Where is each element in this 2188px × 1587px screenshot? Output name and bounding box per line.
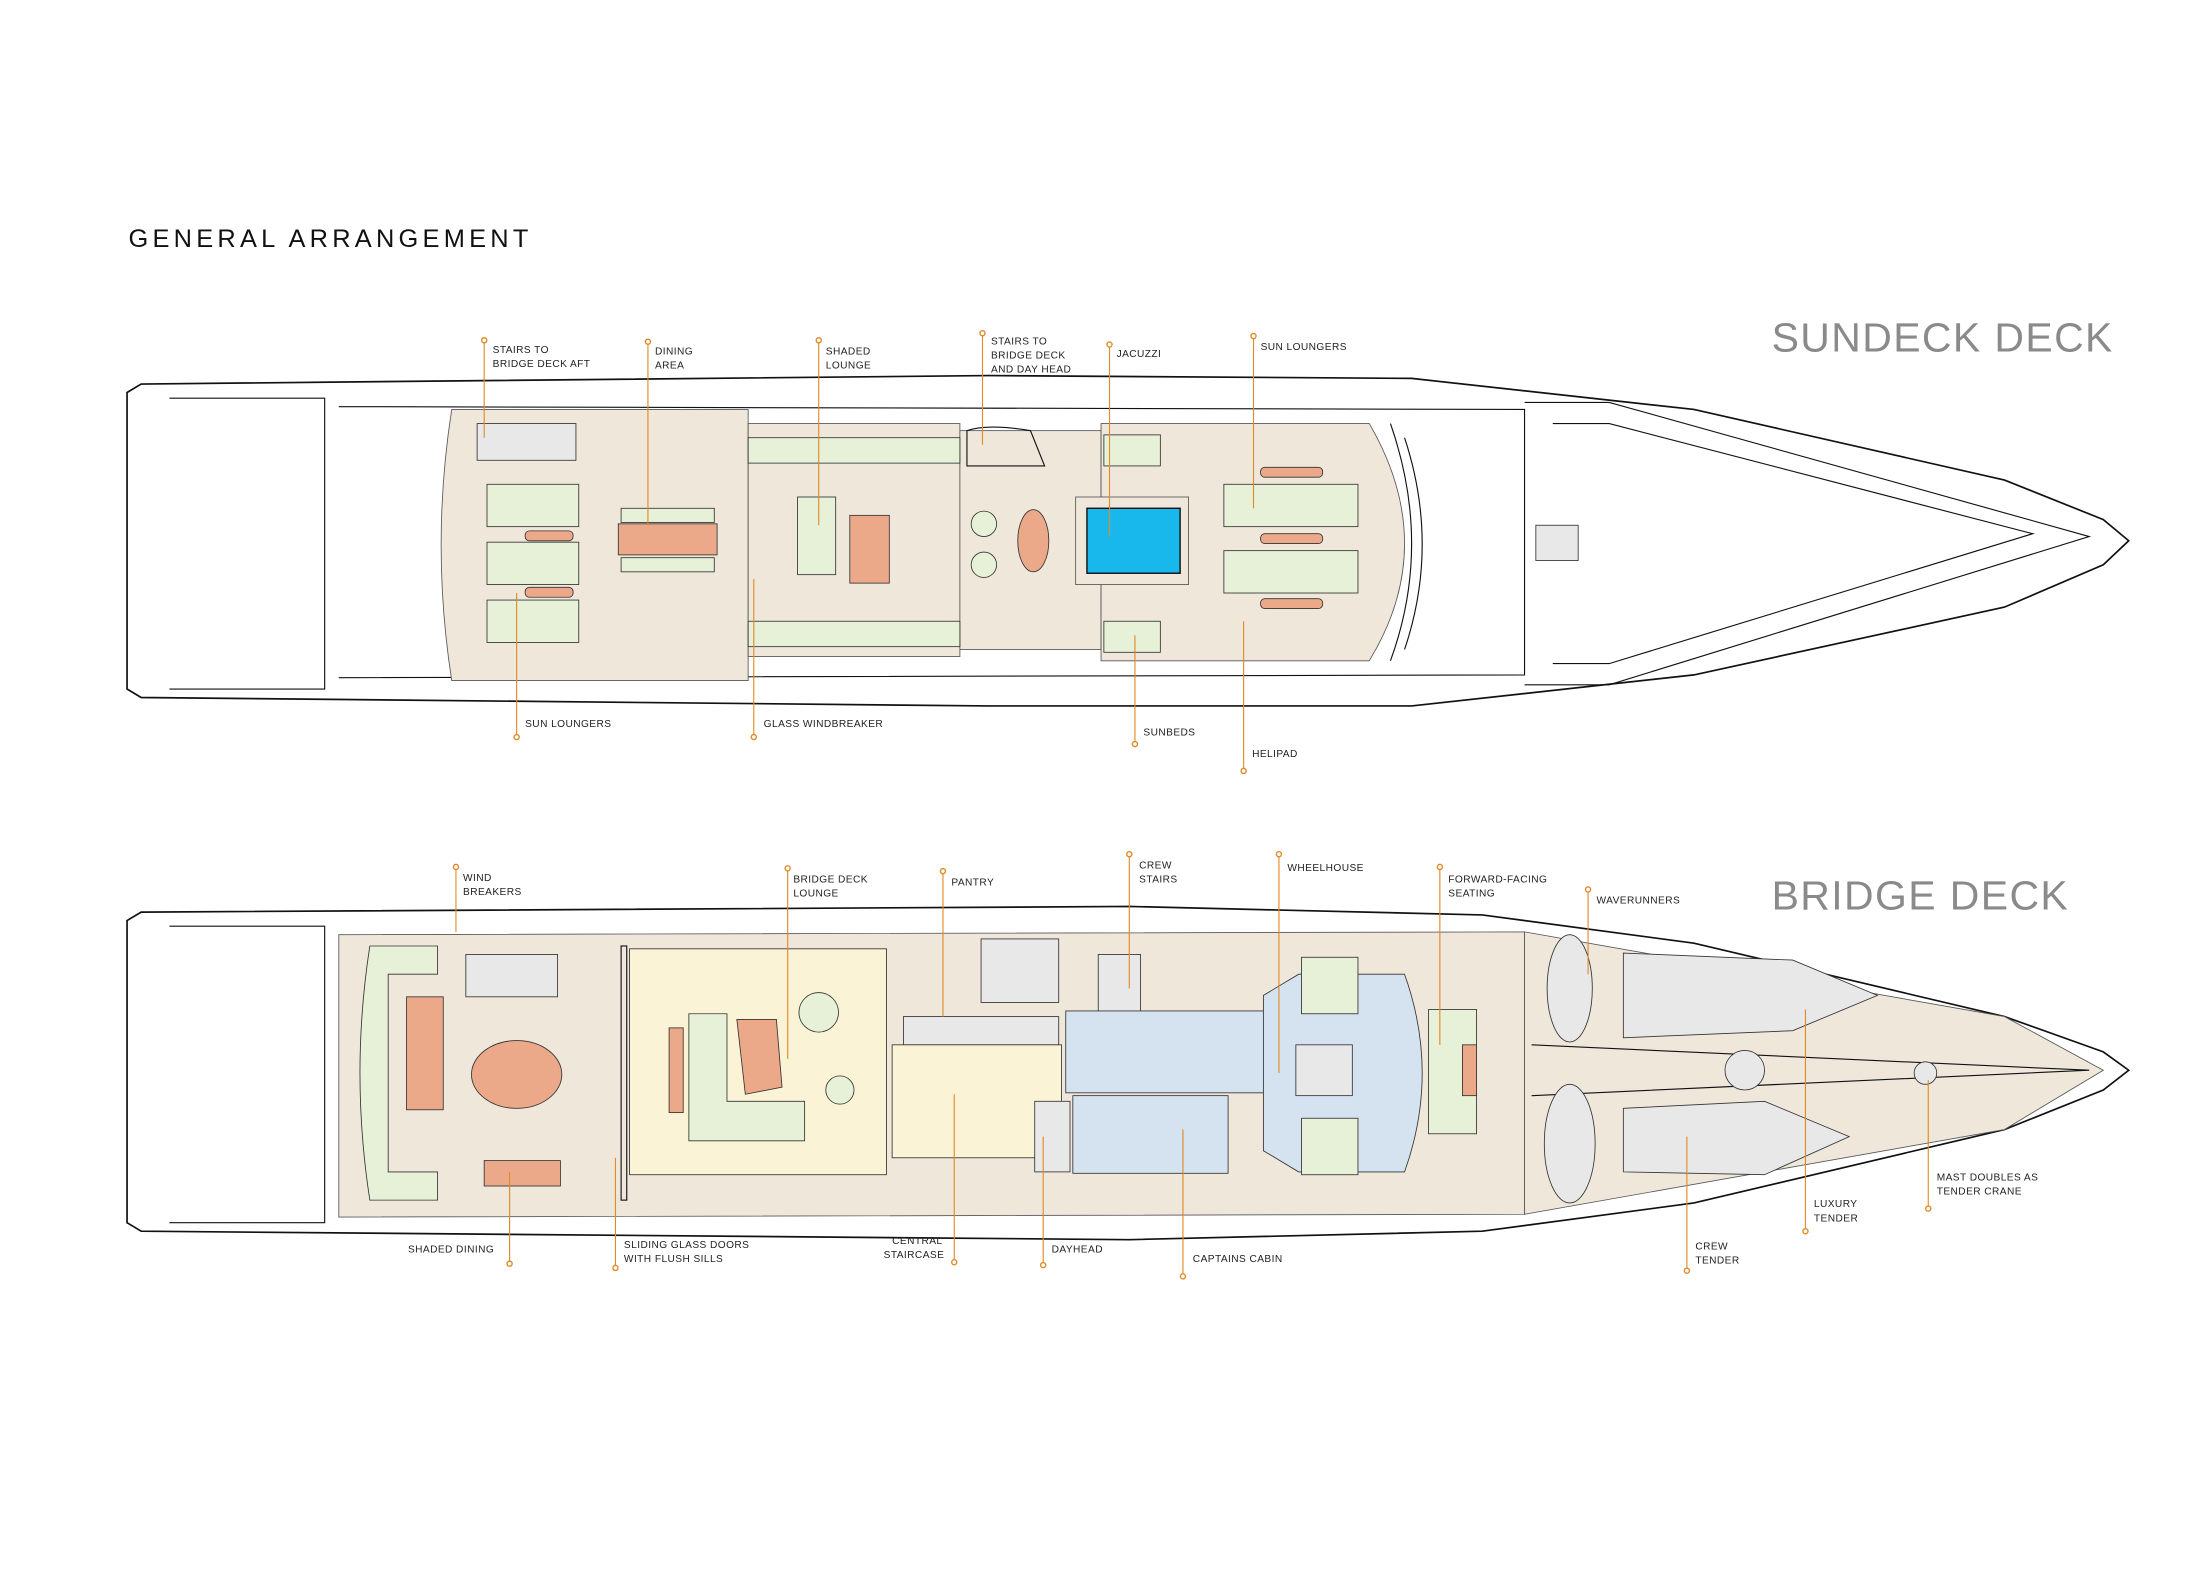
callout-label: GLASS WINDBREAKER	[764, 719, 884, 730]
callout-label: WHEELHOUSE	[1287, 863, 1363, 874]
lounge-table	[736, 1018, 783, 1095]
callout-label: CAPTAINS CABIN	[1193, 1254, 1283, 1265]
crew-stairs	[1097, 954, 1142, 1015]
waverunner	[1546, 934, 1593, 1043]
shaded-dining-table	[471, 1040, 563, 1109]
dayhead	[1034, 1100, 1071, 1173]
callout-label: PANTRY	[951, 877, 994, 888]
callout-label: HELIPAD	[1252, 749, 1298, 760]
sunbed	[1103, 620, 1161, 653]
stairs-to-sundeck	[465, 954, 559, 998]
mast-crane	[1913, 1061, 1938, 1085]
pantry-counter	[903, 1016, 1060, 1046]
callout-label: SUNBEDS	[1143, 728, 1195, 739]
sun-loungers-fwd	[1223, 466, 1359, 609]
page-title: GENERAL ARRANGEMENT	[128, 225, 532, 253]
bridge-deck-plan: BRIDGE DECK	[126, 872, 2131, 1241]
helm-console	[1295, 1044, 1353, 1097]
callout-label: SUN LOUNGERS	[1261, 342, 1347, 353]
shaded-lounge-table	[849, 514, 890, 584]
sun-loungers-aft	[486, 483, 580, 643]
foredeck-hatch	[1535, 524, 1579, 561]
deck-title-bridge: BRIDGE DECK	[1772, 872, 2070, 918]
aft-sofa-cushion	[406, 996, 444, 1111]
sunbed	[1103, 434, 1161, 467]
day-head-table	[1017, 509, 1050, 573]
captains-cabin	[1072, 1095, 1229, 1174]
dining-table	[617, 507, 718, 573]
aft-sofa	[359, 945, 439, 1201]
sundeck-plan: SUNDECK DECK	[126, 315, 2130, 707]
callout-label: JACUZZI	[1117, 349, 1162, 360]
stairs-aft	[476, 423, 577, 461]
crew-tender	[1622, 1100, 1851, 1176]
helipad-area	[1100, 423, 1405, 662]
deck-title-sundeck: SUNDECK DECK	[1772, 315, 2114, 361]
callout-label: WAVERUNNERS	[1597, 896, 1681, 907]
callout-label: SUN LOUNGERS	[525, 719, 611, 730]
lounge-sofa	[688, 1013, 806, 1142]
shaded-lounge-sofa	[747, 437, 961, 464]
callout-label: DAYHEAD	[1052, 1244, 1103, 1255]
luxury-tender	[1622, 952, 1879, 1039]
jacuzzi	[1086, 507, 1181, 574]
waverunner	[1543, 1083, 1596, 1204]
crew-corridor	[1065, 1010, 1278, 1094]
callout-label: SHADED DINING	[408, 1244, 494, 1255]
